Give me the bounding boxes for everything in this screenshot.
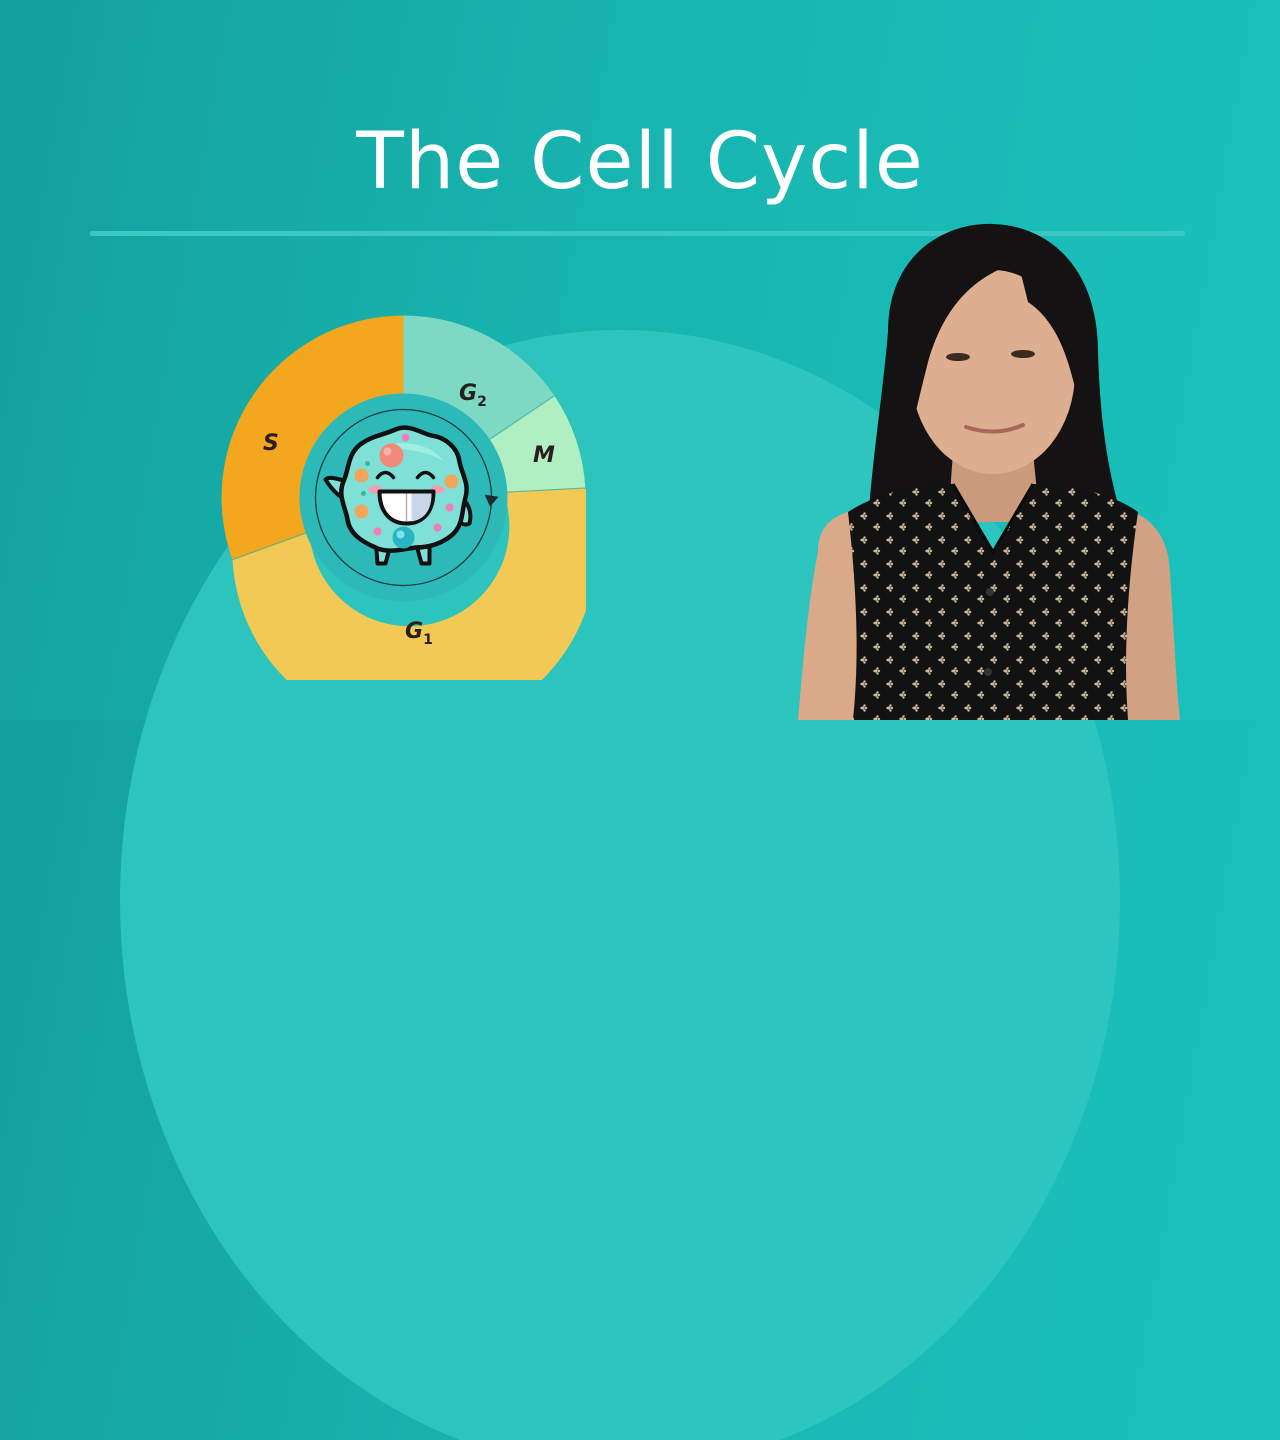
cell-cycle-diagram: G2 M G1 S — [221, 315, 586, 680]
segment-g1 — [232, 488, 586, 680]
label-g1: G1 — [405, 619, 433, 648]
label-s: S — [263, 431, 279, 456]
label-g2-subscript: 2 — [477, 394, 487, 410]
label-g1-letter: G — [405, 619, 424, 644]
page-title: The Cell Cycle — [356, 117, 924, 207]
label-g2: G2 — [459, 381, 487, 410]
presenter-photo — [778, 222, 1198, 720]
label-m-letter: M — [533, 443, 555, 468]
label-g2-letter: G — [459, 381, 478, 406]
cell-mascot-icon — [323, 425, 473, 566]
label-m: M — [533, 443, 555, 468]
label-g1-subscript: 1 — [423, 632, 433, 648]
cycle-arrow-head-icon — [484, 494, 499, 507]
label-s-letter: S — [263, 431, 279, 456]
segment-m — [486, 395, 586, 493]
segment-g2 — [403, 315, 555, 442]
segment-s — [221, 315, 404, 560]
cell-cycle-donut — [221, 315, 586, 680]
title-divider — [90, 231, 1185, 236]
